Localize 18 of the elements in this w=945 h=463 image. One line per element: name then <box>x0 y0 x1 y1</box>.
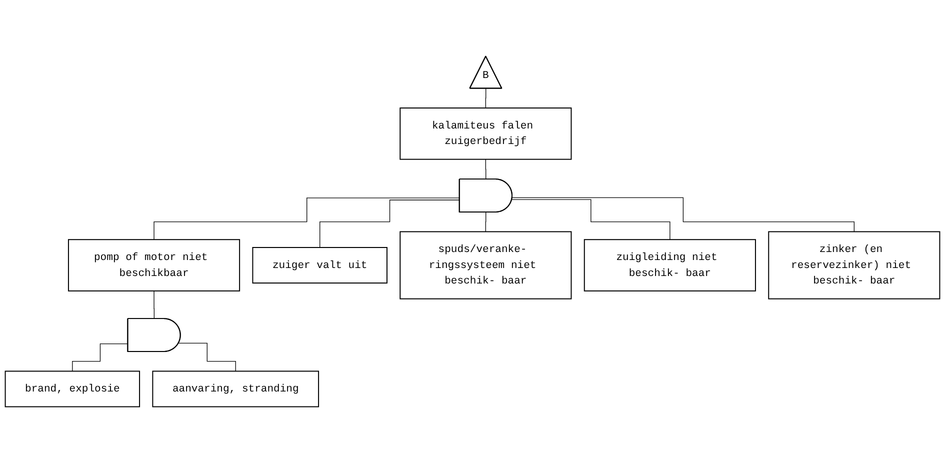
connector <box>154 290 155 320</box>
connector <box>512 199 670 240</box>
connector <box>512 197 854 232</box>
connector <box>154 198 460 240</box>
connector <box>320 200 460 248</box>
node-box: kalamiteus falen zuigerbedrijf <box>400 108 572 160</box>
connector <box>485 88 486 108</box>
node-box: pomp of motor niet beschikbaar <box>68 239 240 292</box>
node-box: brand, explosie <box>4 370 140 408</box>
node-box: zuigleiding niet beschik- baar <box>584 239 756 292</box>
node-box: zuiger valt uit <box>252 247 388 284</box>
connector <box>178 342 236 372</box>
connector <box>485 212 486 232</box>
node-box: aanvaring, stranding <box>152 370 320 408</box>
connector <box>485 158 486 180</box>
node-box: spuds/veranke- ringssysteem niet beschik- baar <box>400 231 572 300</box>
node-box: zinker (en reservezinker) niet beschik- baar <box>768 231 940 300</box>
connector <box>72 344 128 372</box>
